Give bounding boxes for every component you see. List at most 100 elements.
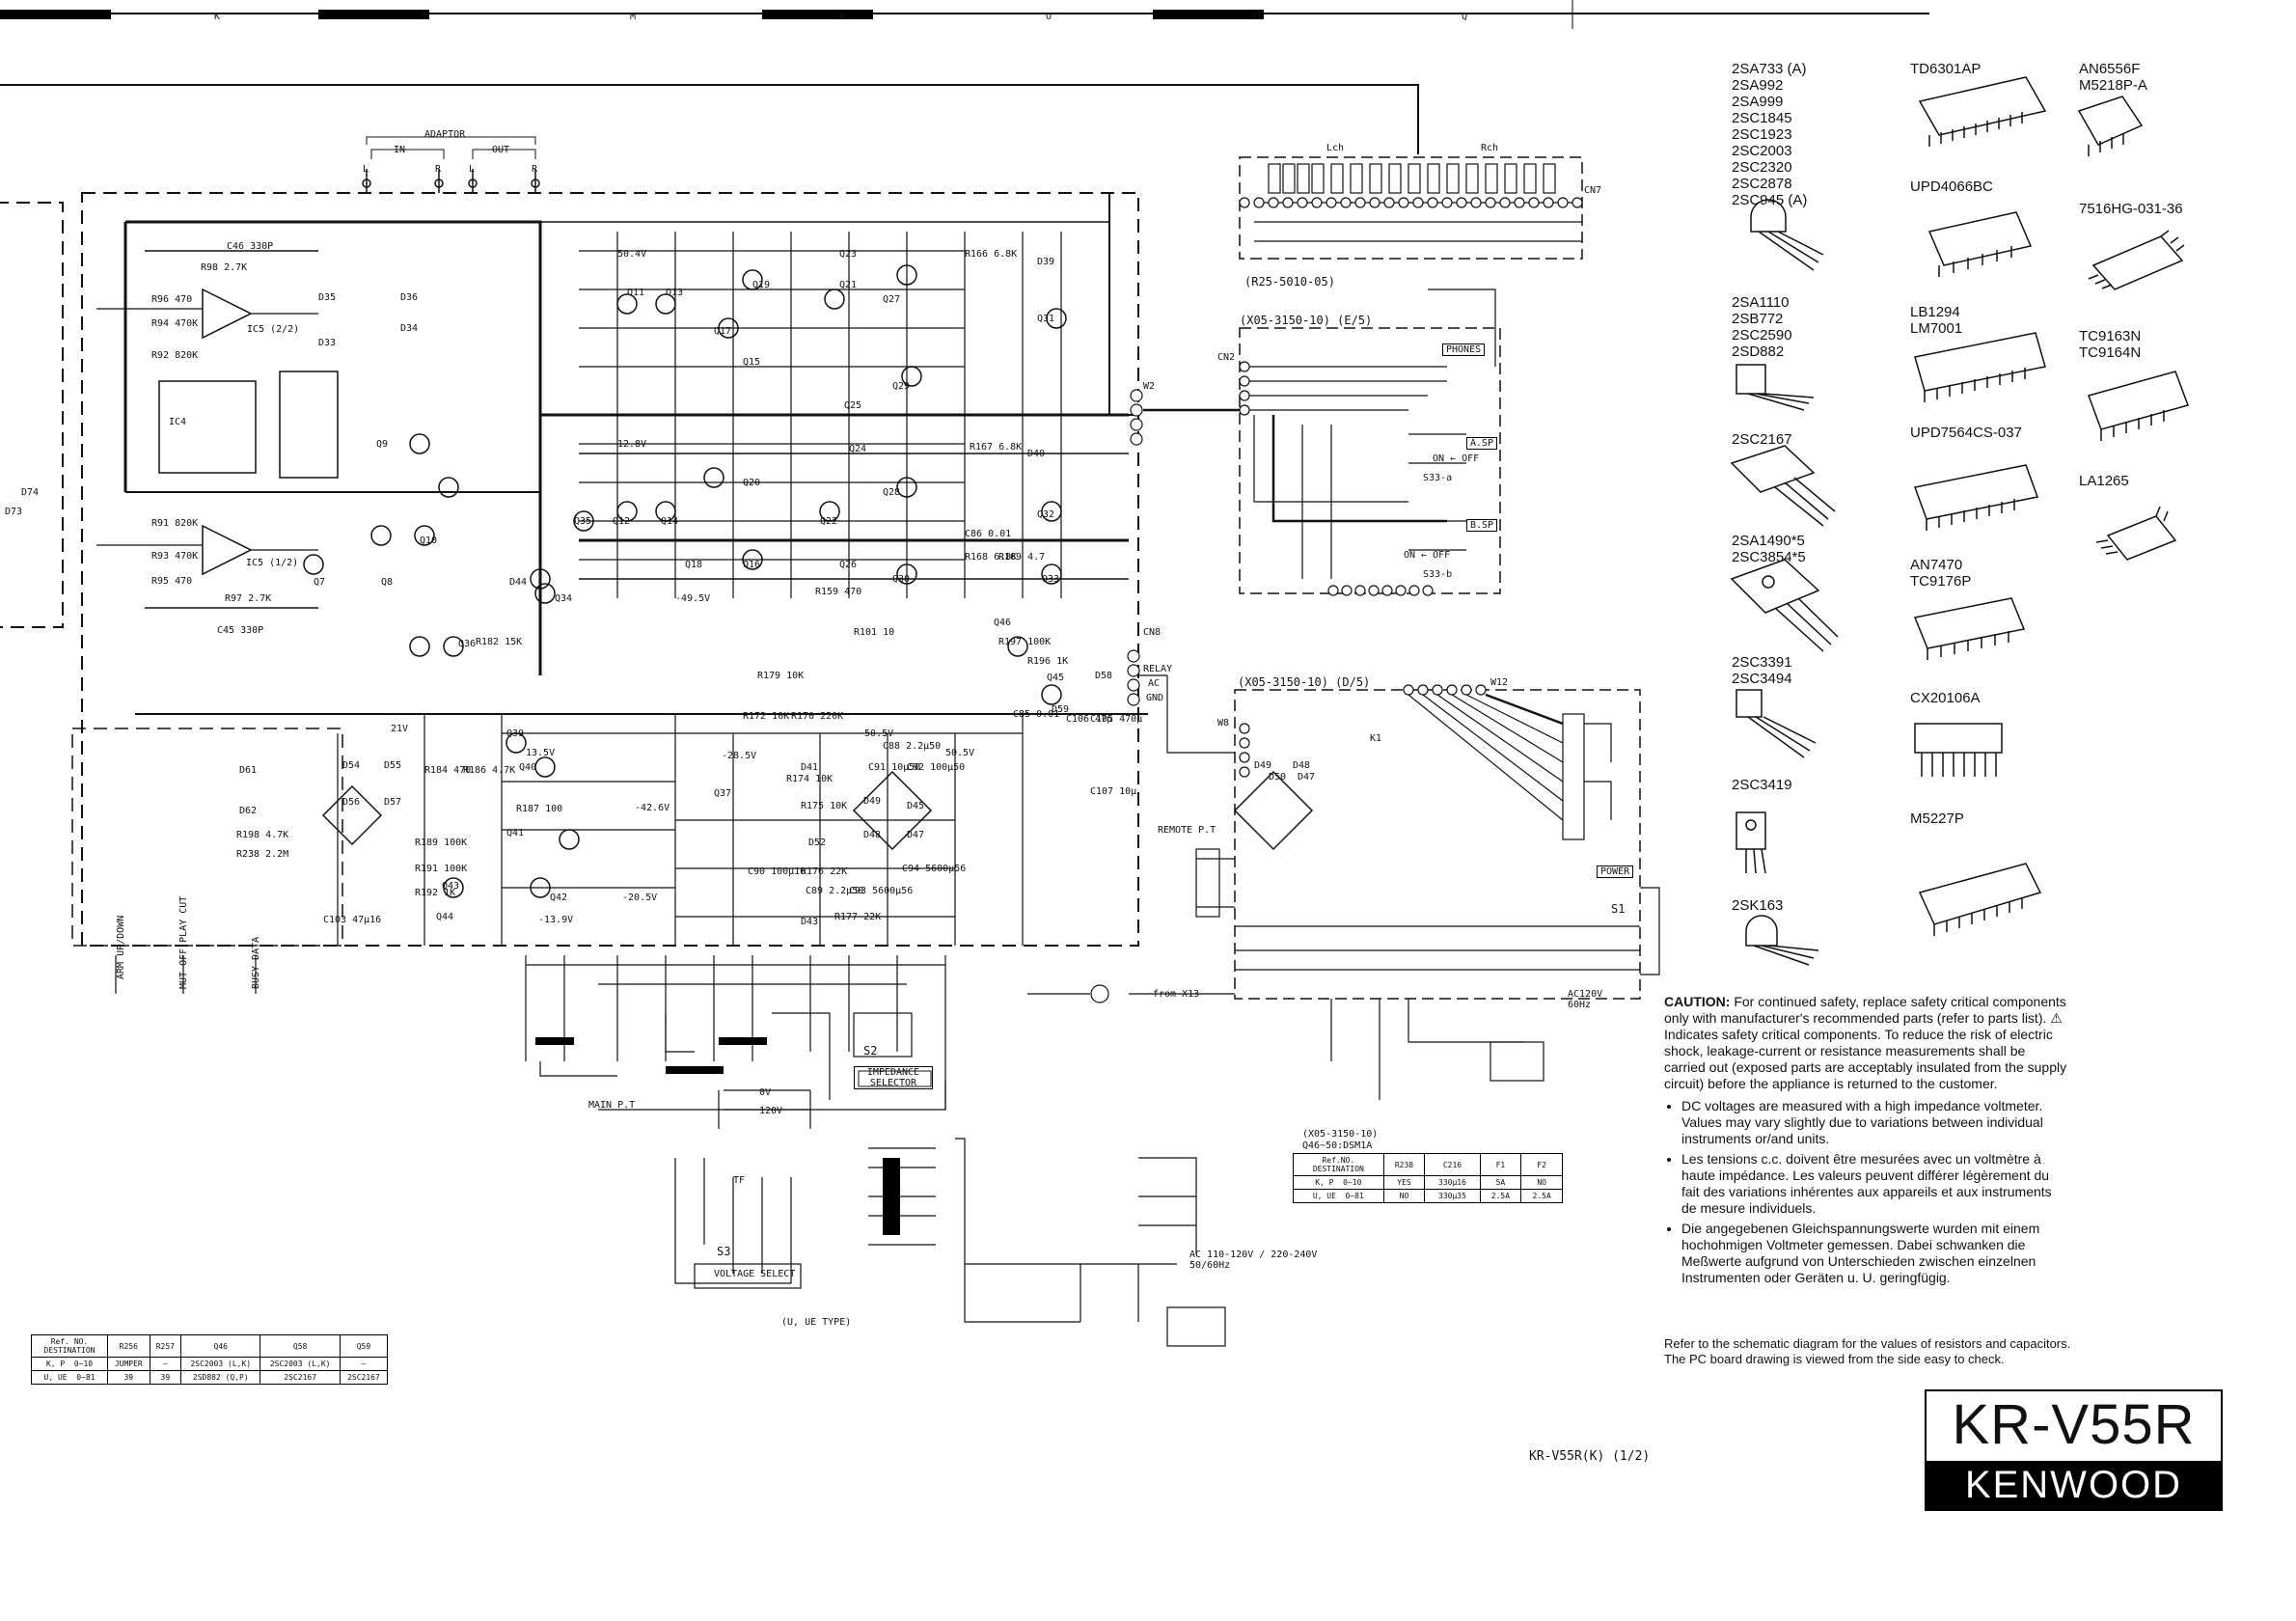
table-left-cell: 39 [107, 1370, 150, 1385]
r161-label: R168 6.8K [965, 552, 1018, 563]
d55-label: D55 [384, 760, 402, 771]
dip-icon-upd4066bc [1927, 211, 2033, 277]
q28-label: Q28 [883, 487, 901, 498]
grid-letter-n: N [839, 12, 846, 22]
r94-label: R94 470K [151, 318, 199, 329]
grid-letter-q: Q [1462, 12, 1468, 22]
table-right-cell: 2.5A [1520, 1189, 1563, 1203]
r169-label: R177 22K [834, 912, 882, 922]
d52-label: D52 [808, 838, 827, 848]
cn8-relay-label: RELAY [1143, 664, 1173, 674]
q42-label: Q42 [550, 893, 568, 903]
d35-label: D35 [318, 292, 337, 303]
table-left-header-q58: Q58 [260, 1334, 341, 1358]
ac-multi-label: AC 110-120V / 220-240V 50/60Hz [1189, 1250, 1318, 1271]
grid-letter-p: P [1252, 12, 1259, 22]
w12-label: W12 [1490, 677, 1509, 688]
sip-icon-cx20106a [1914, 723, 2003, 777]
q12-label: Q12 [613, 516, 631, 527]
q16-label: Q16 [743, 560, 761, 570]
cn2-label: CN2 [1217, 352, 1236, 363]
r188-label: R198 4.7K [236, 830, 289, 840]
ic-upd4066bc: UPD4066BC [1910, 179, 1993, 195]
caution-bullet-fr: Les tensions c.c. doivent être mesurées … [1681, 1151, 2069, 1217]
c88-label: C85 0.01 [1013, 709, 1060, 720]
ic-upd7564cs: UPD7564CS-037 [1910, 425, 2022, 441]
c45-label: C45 330P [217, 625, 264, 636]
d50-label: D50 [1269, 772, 1287, 783]
r96-label: R96 470 [151, 294, 193, 305]
r98-label: R98 2.7K [201, 262, 248, 273]
x05-sub-table-title: (X05-3150-10) [1302, 1129, 1379, 1140]
d41-label: D41 [801, 762, 819, 773]
brand-box: KR-V55R KENWOOD [1925, 1389, 2223, 1511]
r101-label: R101 10 [854, 627, 895, 638]
ic-td6301ap: TD6301AP [1910, 61, 1982, 77]
tf-label: TF [733, 1175, 746, 1186]
v-135-label: 13.5V [526, 748, 556, 758]
cn8-ac-label: AC [1148, 678, 1161, 689]
cn8-gnd-label: GND [1146, 693, 1164, 703]
ic-tc9163n-group: TC9163N TC9164N [2079, 328, 2142, 361]
from-x13-label: from X13 [1153, 989, 1200, 1000]
r25-board-label: (R25-5010-05) [1244, 275, 1335, 288]
s33b-label: S33-b [1423, 569, 1453, 580]
c96-label: C94 5600μ56 [902, 864, 967, 874]
q26-label: Q26 [839, 560, 858, 570]
q35-label: Q35 [574, 516, 592, 527]
d73-label: D73 [5, 507, 23, 517]
cn7-label: CN7 [1584, 185, 1602, 196]
adaptor-in-r-label: R [435, 164, 442, 175]
r174-label: R182 15K [476, 637, 523, 647]
d47b-label: D47 [1298, 772, 1316, 783]
s3-label: S3 [717, 1245, 731, 1258]
v-128-label: 12.8V [617, 439, 647, 450]
q24-label: Q24 [849, 444, 867, 454]
w2-label: W2 [1143, 381, 1156, 392]
v120-label: 120V [759, 1106, 783, 1116]
grid-letter-o: O [1046, 12, 1052, 22]
q45-label: Q45 [1047, 673, 1065, 683]
q41-label: Q41 [506, 828, 525, 838]
r164-label: R172 10K [743, 711, 790, 722]
s33a-on-off-label: ON ← OFF [1433, 453, 1480, 464]
q18-label: Q18 [685, 560, 703, 570]
d60-label: D59 [1052, 704, 1070, 715]
caution-list: DC voltages are measured with a high imp… [1664, 1098, 2069, 1286]
c106-label: C106 47μ [1066, 714, 1113, 725]
r178-label: R187 100 [516, 804, 563, 814]
ic4-label: IC4 [169, 417, 187, 427]
d43-label: D43 [801, 917, 819, 927]
flatpack-icon-la1265 [2095, 506, 2177, 561]
table-left-cell: 2SC2167 [260, 1370, 341, 1385]
semi-group6: 2SC3419 [1732, 777, 1792, 793]
d48-label: D48 [863, 830, 882, 840]
table-left-cell: 39 [149, 1370, 182, 1385]
d49-label: D49 [863, 796, 882, 807]
c95-label: C93 5600μ56 [849, 886, 914, 896]
dip-icon-lb1294 [1914, 332, 2046, 402]
ic-an6556f-group: AN6556F M5218P-A [2079, 61, 2147, 94]
v-minus49-label: -49.5V [675, 593, 711, 604]
adaptor-in-label: IN [394, 145, 406, 155]
q7-label: Q7 [314, 577, 326, 588]
table-left-header-ref: Ref. NO. DESTINATION [31, 1334, 108, 1358]
main-pt-label: MAIN P.T [588, 1100, 636, 1111]
adaptor-out-r-label: R [532, 164, 538, 175]
table-right-cell: U, UE 0~81 [1293, 1189, 1384, 1203]
remote-pt-label: REMOTE P.T [1158, 825, 1216, 836]
r152-label: R159 470 [815, 587, 862, 597]
cn7-rch-label: Rch [1481, 143, 1499, 153]
v-minus426-label: -42.6V [635, 803, 670, 813]
q32-label: Q32 [1037, 509, 1055, 520]
dip-icon-tc9163n [2088, 371, 2189, 441]
q30-label: Q30 [892, 574, 911, 585]
r160-label: R167 6.8K [970, 442, 1023, 453]
v-minus505-label: -50.5V [859, 728, 894, 739]
r183-label: R191 100K [415, 864, 468, 874]
r92-label: R92 820K [151, 350, 199, 361]
q37-label: Q37 [714, 788, 732, 799]
s33b-on-off-label: ON ← OFF [1404, 550, 1451, 561]
ic-la1265: LA1265 [2079, 473, 2129, 489]
